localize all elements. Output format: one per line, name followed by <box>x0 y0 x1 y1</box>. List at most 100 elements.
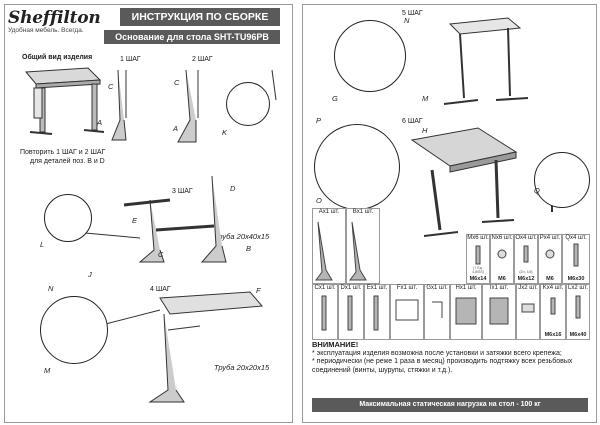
page-title: ИНСТРУКЦИЯ ПО СБОРКЕ <box>120 8 280 26</box>
thumb-part-d <box>347 295 353 331</box>
part-qty: Lx2 шт. <box>568 285 588 291</box>
overview-label: Общий вид изделия <box>22 54 93 61</box>
part-label-f: F <box>256 286 261 295</box>
part-label-b: B <box>246 244 252 253</box>
part-qty: Ax1 шт. <box>318 209 340 215</box>
part-qty: Qx4 шт. <box>565 235 587 241</box>
thumb-bolt-l <box>575 295 581 319</box>
part-qty: Mx6 шт. <box>467 235 489 241</box>
step-3-label: 3 ШАГ <box>172 188 193 195</box>
part-cell-b: Bx1 шт. <box>346 208 380 284</box>
part-label-d: D <box>230 184 236 193</box>
thumb-bolt-m <box>475 245 481 265</box>
step3-leg-left <box>138 199 165 263</box>
part-cell-c: Cx1 шт. <box>312 284 338 340</box>
step4-frame <box>159 291 264 315</box>
detail-circle-q <box>534 152 590 208</box>
part-label-e: E <box>132 216 138 225</box>
part-label-o: O <box>316 196 322 205</box>
thumb-part-h <box>455 297 477 325</box>
part-qty: Jx2 шт. <box>518 285 538 291</box>
part-label-c1: C <box>108 82 114 91</box>
repeat-note-line1: Повторить 1 ШАГ и 2 ШАГ <box>20 149 106 156</box>
part-spec: (7 Ед. 4,8/SS) <box>472 266 484 274</box>
part-qty: Fx1 шт. <box>396 285 418 291</box>
part-qty: Kx4 шт. <box>542 285 564 291</box>
part-qty: Nx6 шт. <box>491 235 513 241</box>
warning-block: ВНИМАНИЕ! * эксплуатация изделия возможн… <box>312 340 592 375</box>
thumb-part-j <box>521 303 535 313</box>
part-label-n-right: N <box>404 16 410 25</box>
part-label-h: H <box>422 126 428 135</box>
detail-circle-l <box>44 194 92 242</box>
part-name: M6x14 <box>469 276 487 282</box>
part-cell-h: Hx1 шт. <box>450 284 482 340</box>
part-qty: Ix1 шт. <box>489 285 509 291</box>
step5-frame <box>448 17 522 35</box>
part-qty: Bx1 шт. <box>352 209 374 215</box>
step1-leg <box>111 69 127 141</box>
warning-line-2: * периодически (не реже 1 раза в месяц) … <box>312 358 573 366</box>
tube-label-2: Труба 20х20х15 <box>214 363 270 372</box>
part-cell-o: Ox4 шт. (Zn, 4,8) M6x12 <box>514 234 538 284</box>
detail-circle-k <box>226 82 270 126</box>
detail-circle-p <box>314 124 400 210</box>
part-name: M6x30 <box>567 276 585 282</box>
part-label-j: J <box>88 270 92 279</box>
part-label-m-right: M <box>422 94 429 103</box>
part-name: M6x40 <box>569 332 587 338</box>
step-6-label: 6 ШАГ <box>402 118 423 125</box>
part-qty: Cx1 шт. <box>314 285 336 291</box>
thumb-part-g <box>432 301 443 318</box>
part-qty: Gx1 шт. <box>426 285 448 291</box>
thumb-bolt-q <box>573 243 579 267</box>
step4-leg <box>148 313 185 403</box>
part-name: M6x16 <box>544 332 562 338</box>
step3-leg-right <box>200 175 227 263</box>
step-5-label: 5 ШАГ <box>402 10 423 17</box>
step-1-label: 1 ШАГ <box>120 56 141 63</box>
part-label-g: G <box>332 94 338 103</box>
part-label-c3: C <box>158 250 164 259</box>
part-label-k: K <box>222 128 228 137</box>
part-label-n: N <box>48 284 54 293</box>
warning-title: ВНИМАНИЕ! <box>312 340 359 349</box>
thumb-bolt-k <box>550 297 556 315</box>
part-qty: Dx1 шт. <box>340 285 362 291</box>
repeat-note-line2: для деталей поз. B и D <box>30 158 105 165</box>
warning-line-1: * эксплуатация изделия возможна после ус… <box>312 349 562 357</box>
detail-circle-g <box>334 20 406 92</box>
part-cell-a: Ax1 шт. <box>312 208 346 284</box>
part-label-p: P <box>316 116 322 125</box>
part-cell-g: Gx1 шт. <box>424 284 450 340</box>
brand-tagline: Удобная мебель. Всегда. <box>8 27 84 34</box>
thumb-bolt-o <box>523 245 529 263</box>
step-4-label: 4 ШАГ <box>150 286 171 293</box>
thumb-nut-n <box>497 249 507 259</box>
brand-name: Sheffilton <box>8 8 101 28</box>
part-cell-n: Nx6 шт. M6 <box>490 234 514 284</box>
step2-leg <box>177 69 197 143</box>
thumb-part-i <box>489 297 509 325</box>
thumb-part-a <box>315 221 333 281</box>
part-spec: (Zn, 4,8) <box>519 270 533 274</box>
part-label-q: Q <box>534 186 540 195</box>
part-label-m: M <box>44 366 51 375</box>
thumb-part-b <box>349 221 367 281</box>
part-label-c2: C <box>174 78 180 87</box>
step-2-label: 2 ШАГ <box>192 56 213 63</box>
detail-circle-m <box>40 296 108 364</box>
part-qty: Ox4 шт. <box>515 235 537 241</box>
part-qty: Hx1 шт. <box>455 285 477 291</box>
part-qty: Px4 шт. <box>539 235 561 241</box>
part-label-l: L <box>40 240 45 249</box>
part-cell-i: Ix1 шт. <box>482 284 516 340</box>
part-name: M6x12 <box>517 276 535 282</box>
thumb-part-e <box>373 295 379 331</box>
brand-logo: Sheffilton Удобная мебель. Всегда. <box>8 8 101 34</box>
part-name: M6 <box>498 276 506 282</box>
